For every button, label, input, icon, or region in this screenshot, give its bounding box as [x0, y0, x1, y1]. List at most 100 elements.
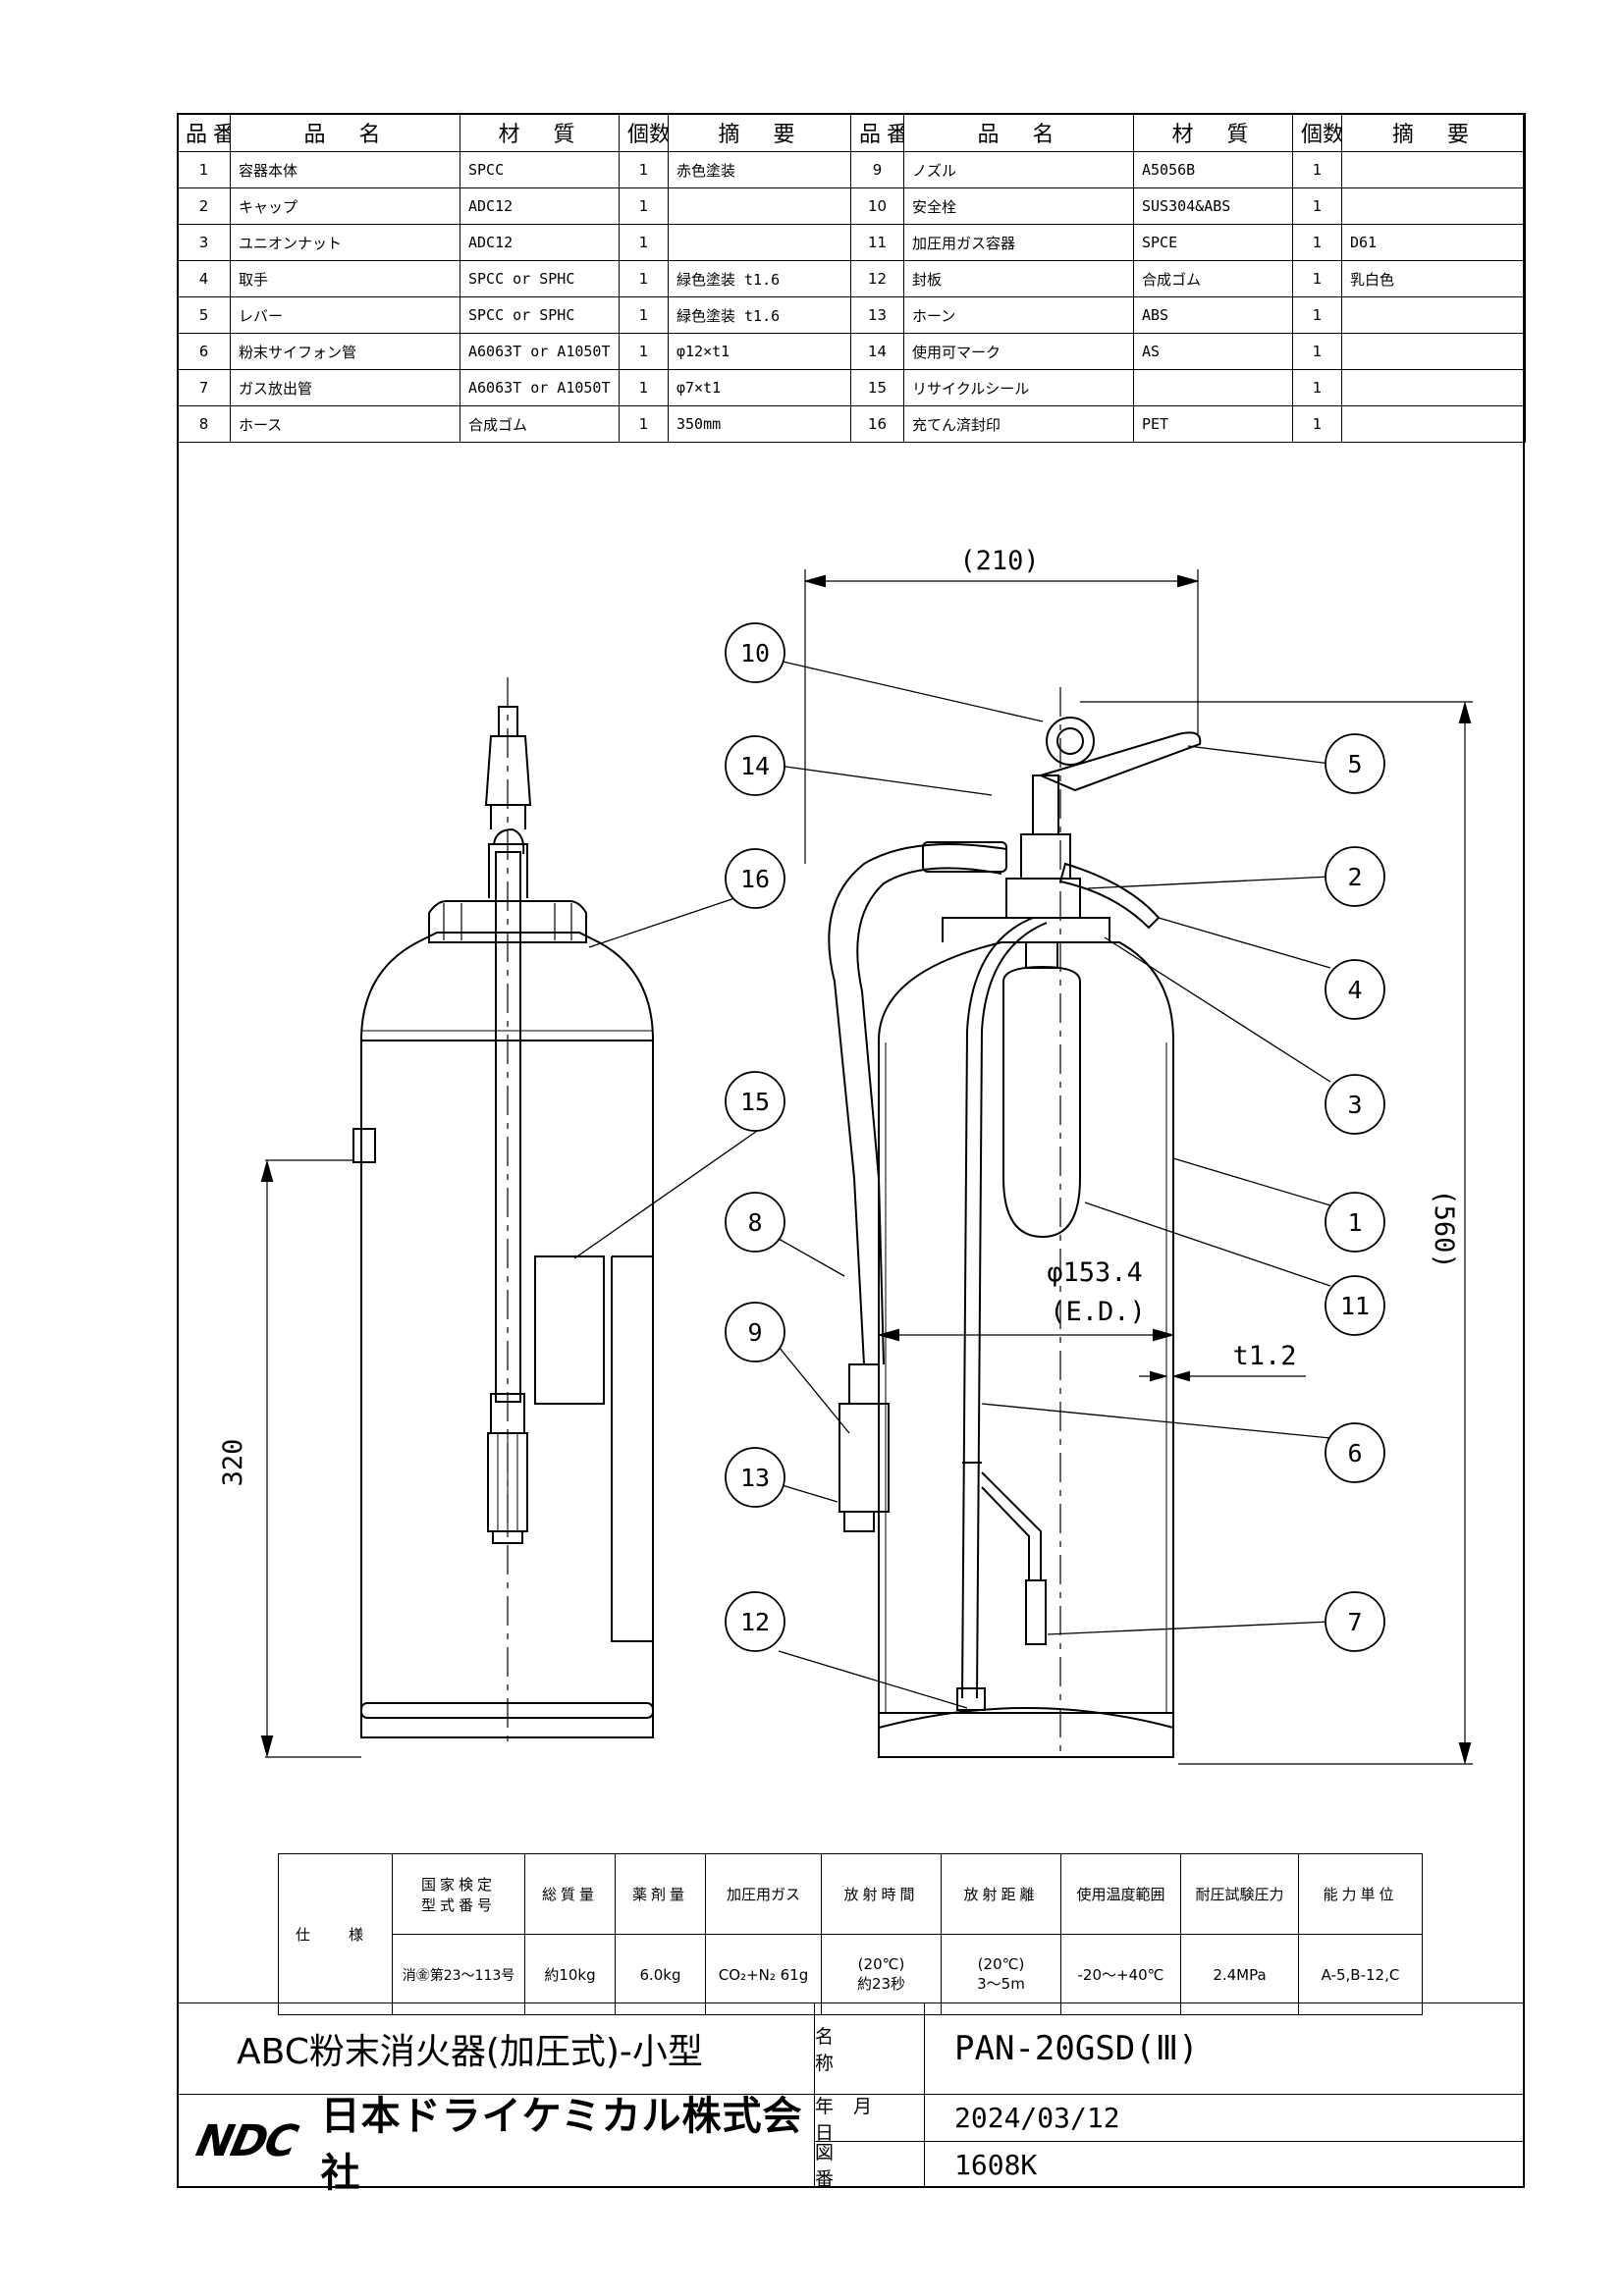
balloon-circle [725, 1071, 785, 1132]
spec-header: 加圧用ガス [705, 1853, 822, 1935]
balloon-circle [1325, 959, 1385, 1020]
part-no: 4 [177, 260, 231, 297]
product-title: ABC粉末消火器(加圧式)-小型 [177, 2002, 815, 2095]
part-name: ホーン [903, 296, 1134, 334]
dim-diameter-label: φ153.4 [1047, 1257, 1143, 1288]
part-material: 合成ゴム [1133, 260, 1293, 297]
part-note: 赤色塗装 [668, 151, 851, 188]
header-qty: 個数 [619, 113, 669, 152]
part-material: 合成ゴム [460, 405, 620, 443]
part-no: 3 [177, 224, 231, 261]
spec-table: 仕 様 国家検定 型式番号 総質量 薬剤量 加圧用ガス 放射時間 放射距離 使用… [278, 1853, 1423, 2015]
spec-value: (20℃) 3～5m [941, 1934, 1061, 2015]
spec-value: 約10kg [524, 1934, 616, 2015]
balloon-label: 4 [1347, 976, 1362, 1004]
company-name: 日本ドライケミカル株式会社 [320, 2094, 803, 2196]
header-name: 品 名 [903, 113, 1134, 152]
part-material: SPCC or SPHC [460, 296, 620, 334]
spec-value-row: 消㊎第23～113号 約10kg 6.0kg CO₂+N₂ 61g (20℃) … [279, 1934, 1423, 2015]
date-label: 年月日 [814, 2094, 925, 2144]
drawing-no-value: 1608K [924, 2141, 1525, 2188]
part-note [1341, 333, 1526, 370]
part-note [1341, 405, 1526, 443]
balloon-label: 13 [740, 1464, 770, 1492]
part-no: 15 [850, 369, 904, 406]
part-no: 11 [850, 224, 904, 261]
part-name: 加圧用ガス容器 [903, 224, 1134, 261]
part-no: 2 [177, 187, 231, 225]
balloon-circle [725, 1192, 785, 1253]
part-qty: 1 [619, 405, 669, 443]
part-name: 充てん済封印 [903, 405, 1134, 443]
balloon-circle [1325, 1422, 1385, 1483]
part-material: A6063T or A1050T [460, 369, 620, 406]
spec-row-label: 仕 様 [278, 1853, 393, 2015]
header-qty: 個数 [1292, 113, 1342, 152]
balloon-circle [725, 735, 785, 796]
part-note [1341, 187, 1526, 225]
spec-value: -20～+40℃ [1060, 1934, 1181, 2015]
spec-header: 能力単位 [1298, 1853, 1423, 1935]
part-no: 14 [850, 333, 904, 370]
balloon-circle [1325, 1192, 1385, 1253]
part-name: 安全栓 [903, 187, 1134, 225]
part-note [668, 187, 851, 225]
part-note: D61 [1341, 224, 1526, 261]
part-material: SUS304&ABS [1133, 187, 1293, 225]
spec-value: A-5,B-12,C [1298, 1934, 1423, 2015]
header-material: 材 質 [460, 113, 620, 152]
balloon-label: 12 [740, 1608, 770, 1636]
balloon-circle [1325, 846, 1385, 907]
part-material: PET [1133, 405, 1293, 443]
title-block: ABC粉末消火器(加圧式)-小型 名 称 PAN-20GSD(Ⅲ) NDC 日本… [177, 2002, 1525, 2196]
part-note: 乳白色 [1341, 260, 1526, 297]
company-block: NDC 日本ドライケミカル株式会社 [177, 2094, 815, 2196]
parts-table: 品番 品 名 材 質 個数 摘 要 品番 品 名 材 質 個数 摘 要 1容器本… [177, 113, 1526, 443]
spec-value: 消㊎第23～113号 [392, 1934, 525, 2015]
part-name: リサイクルシール [903, 369, 1134, 406]
part-material: AS [1133, 333, 1293, 370]
part-name: 封板 [903, 260, 1134, 297]
part-material: ADC12 [460, 224, 620, 261]
part-name: 粉末サイフォン管 [230, 333, 460, 370]
spec-header: 薬剤量 [615, 1853, 706, 1935]
spec-value: 6.0kg [615, 1934, 706, 2015]
balloon-circle [1325, 1074, 1385, 1135]
balloon-label: 15 [740, 1088, 770, 1116]
part-note: 350mm [668, 405, 851, 443]
balloon-label: 14 [740, 752, 770, 780]
part-no: 1 [177, 151, 231, 188]
part-no: 12 [850, 260, 904, 297]
balloon-circle [1325, 1275, 1385, 1336]
balloon-circle [725, 1591, 785, 1652]
part-material: A6063T or A1050T [460, 333, 620, 370]
front-view [803, 569, 1473, 1765]
spec-header: 使用温度範囲 [1060, 1853, 1181, 1935]
part-no: 16 [850, 405, 904, 443]
header-note: 摘 要 [668, 113, 851, 152]
part-note: φ7×t1 [668, 369, 851, 406]
part-name: ホース [230, 405, 460, 443]
spec-value: CO₂+N₂ 61g [705, 1934, 822, 2015]
header-material: 材 質 [1133, 113, 1293, 152]
dim-height-label: (560) [1429, 1189, 1459, 1268]
part-note: 緑色塗装 t1.6 [668, 260, 851, 297]
balloon-label: 11 [1340, 1292, 1370, 1320]
balloon-circle [725, 848, 785, 909]
part-name: ノズル [903, 151, 1134, 188]
balloon-label: 5 [1347, 750, 1362, 778]
balloon-label: 10 [740, 639, 770, 667]
spec-header: 耐圧試験圧力 [1180, 1853, 1299, 1935]
part-qty: 1 [619, 333, 669, 370]
balloon-circle [725, 1302, 785, 1362]
part-no: 10 [850, 187, 904, 225]
balloon-label: 8 [747, 1208, 762, 1237]
part-note [1341, 296, 1526, 334]
balloon-label: 3 [1347, 1091, 1362, 1119]
drawing-no-label: 図 番 [814, 2141, 925, 2190]
